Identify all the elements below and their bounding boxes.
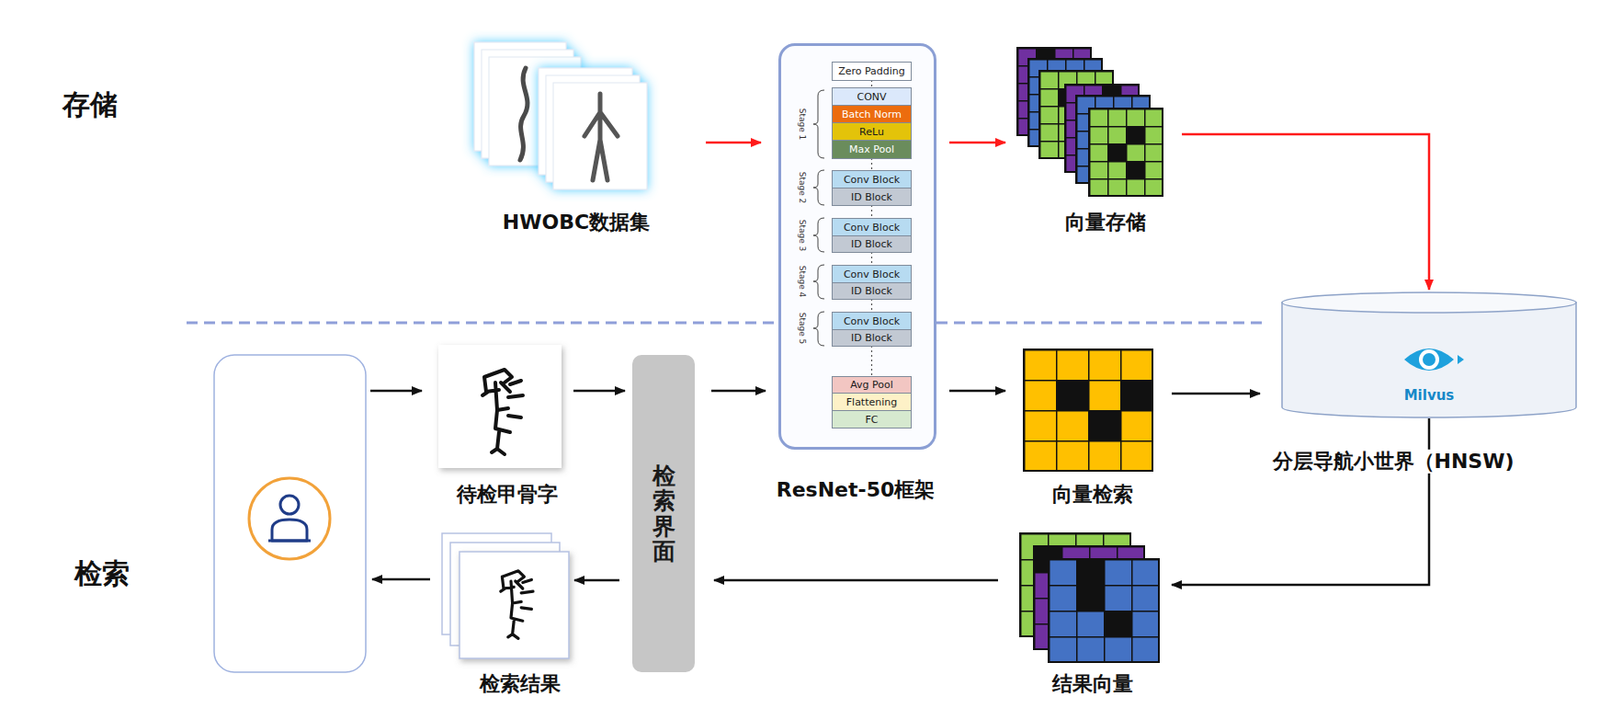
- stage-label: Stage 5: [797, 312, 806, 345]
- flow-arrow: [705, 141, 761, 145]
- stage-label: Stage 3: [797, 219, 806, 252]
- layer-box: Conv Block: [831, 264, 912, 284]
- caption: 待检甲骨字: [453, 482, 561, 507]
- panel-title: 检索界面: [652, 463, 676, 565]
- separator-line: [186, 322, 1266, 324]
- layer-box: FC: [831, 409, 912, 429]
- query-vector: 向量检索: [1023, 349, 1153, 471]
- cylinder-body: [1282, 302, 1577, 418]
- oracle-glyph: [520, 68, 528, 160]
- section-label: 检索: [74, 555, 130, 593]
- flow-arrow: [711, 389, 766, 393]
- layer-label: CONV: [856, 91, 886, 103]
- result-vector-grids: [1020, 533, 1159, 662]
- layer-label: Batch Norm: [841, 109, 902, 120]
- layer-label: Flattening: [846, 397, 898, 408]
- layer-box: Avg Pool: [831, 375, 912, 394]
- result-images: 检索结果: [442, 533, 569, 659]
- cylinder-top: [1282, 292, 1577, 313]
- layer-box: CONV: [831, 87, 912, 106]
- layer-box: Zero Padding: [831, 61, 912, 81]
- stage-label: Stage 2: [797, 171, 806, 205]
- oracle-glyph: [584, 93, 618, 181]
- caption: 检索结果: [476, 671, 564, 696]
- caption: 结果向量: [1049, 671, 1136, 696]
- layer-box: ID Block: [831, 235, 912, 253]
- interface-panel: 检索界面: [632, 354, 695, 672]
- layer-box: Max Pool: [831, 139, 912, 159]
- vector-grids: [1017, 47, 1163, 196]
- layer-label: Conv Block: [843, 174, 900, 185]
- stage-label: Stage 1: [797, 108, 806, 141]
- layer-box: Batch Norm: [831, 104, 912, 124]
- layer-label: ID Block: [851, 238, 893, 250]
- layer-label: ID Block: [851, 285, 893, 296]
- database-cylinder: Milvus分层导航小世界（HNSW): [1281, 291, 1578, 419]
- milvus-logo: [1404, 348, 1464, 371]
- caption: 向量检索: [1049, 482, 1136, 507]
- flow-arrow: [574, 578, 620, 582]
- flow-arrow: [949, 389, 1006, 393]
- layer-label: ReLu: [859, 126, 885, 137]
- flow-arrow: [1171, 392, 1260, 396]
- caption: HWOBC数据集: [499, 210, 653, 235]
- dataset-cards: [538, 68, 647, 190]
- stage-label: Stage 4: [797, 265, 806, 298]
- layer-label: Zero Padding: [838, 66, 906, 77]
- layer-box: ID Block: [831, 282, 912, 300]
- layer-box: Conv Block: [831, 311, 912, 330]
- flow-arrow: [1181, 134, 1430, 290]
- layer-label: FC: [864, 414, 878, 425]
- stage-brackets: [813, 90, 825, 346]
- query-image-card: [438, 344, 562, 468]
- layer-label: Avg Pool: [850, 379, 894, 390]
- network-frame-fill: [780, 45, 935, 448]
- query-image: 待检甲骨字: [438, 344, 562, 468]
- user-arrows: [370, 390, 431, 579]
- user-box: [214, 354, 366, 672]
- layer-box: Flattening: [831, 392, 912, 411]
- flow-arrow: [714, 578, 999, 582]
- layer-label: ID Block: [851, 332, 893, 343]
- layer-label: ID Block: [851, 192, 893, 203]
- image-stack: HWOBC数据集: [469, 40, 654, 194]
- logo-text: Milvus: [1404, 387, 1455, 404]
- layer-box: Conv Block: [831, 170, 912, 189]
- flow-arrow: [573, 389, 625, 393]
- layer-label: Conv Block: [843, 316, 900, 327]
- result-image-cards: [442, 533, 569, 659]
- caption: ResNet-50框架: [773, 477, 939, 502]
- layer-box: ReLu: [831, 122, 912, 141]
- vector-stack: 向量存储: [1015, 45, 1165, 200]
- caption: 向量存储: [1062, 210, 1149, 235]
- layer-box: Conv Block: [831, 217, 912, 237]
- flow-arrow: [1171, 418, 1430, 585]
- result-vectors: 结果向量: [1020, 533, 1158, 664]
- layer-label: Max Pool: [849, 144, 895, 155]
- query-vector-grid: [1023, 349, 1153, 471]
- layer-label: Conv Block: [843, 269, 900, 280]
- layer-label: Conv Block: [843, 222, 900, 233]
- section-label: 存储: [62, 86, 118, 125]
- layer-box: ID Block: [831, 329, 912, 347]
- caption: 分层导航小世界（HNSW): [1270, 449, 1518, 474]
- flow-arrow: [949, 141, 1006, 145]
- layer-box: ID Block: [831, 187, 912, 206]
